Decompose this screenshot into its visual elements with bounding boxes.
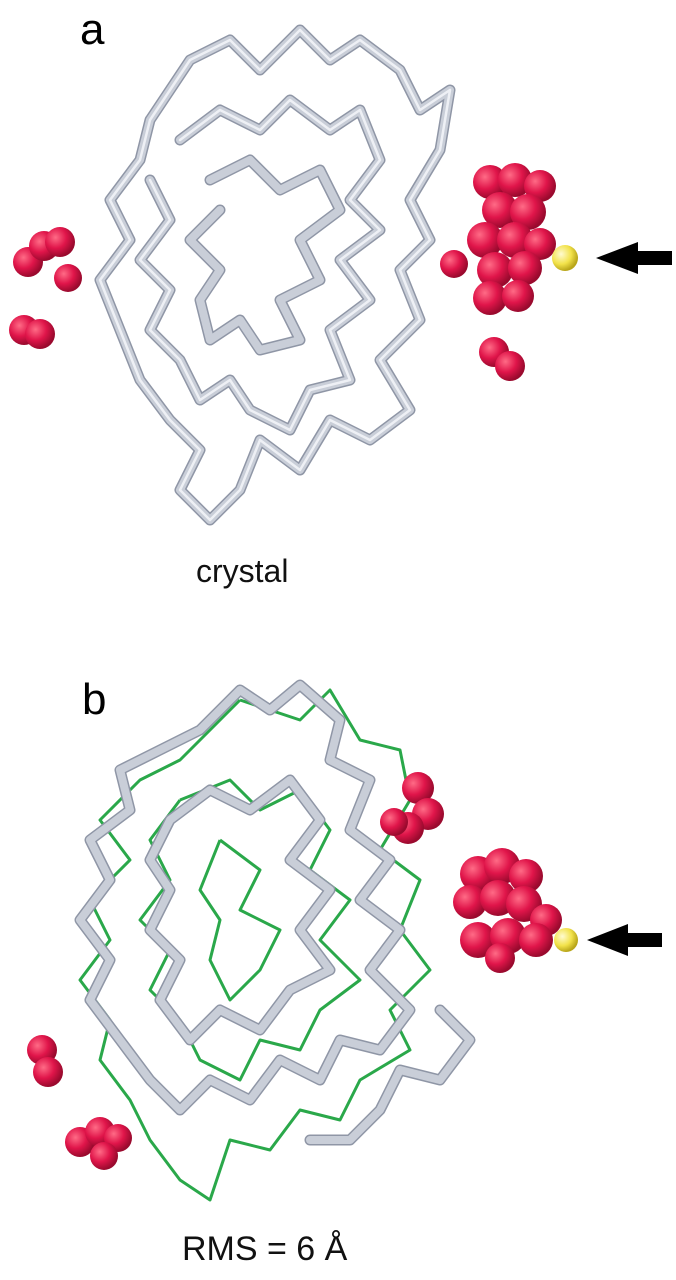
ligand-spheres-left-a	[9, 227, 82, 349]
panel-letter-a: a	[80, 5, 105, 54]
ligand-spheres-upper-b	[380, 772, 444, 844]
marker-sphere-b	[554, 928, 578, 952]
ligand-cluster-right-b	[453, 848, 562, 973]
marker-sphere-a	[552, 245, 578, 271]
panel-letter-b: b	[82, 675, 107, 724]
panel-b-figure	[27, 679, 662, 1202]
ligand-spheres-lower-b	[27, 1035, 132, 1170]
arrow-left-icon	[596, 242, 672, 274]
panel-b: b RMS = 6 Å	[0, 640, 676, 1280]
panel-a-caption: crystal	[196, 553, 289, 589]
protein-backbone-b	[74, 679, 476, 1146]
panel-a-figure	[9, 24, 672, 526]
panel-b-caption: RMS = 6 Å	[182, 1230, 348, 1268]
protein-backbone-a	[94, 24, 456, 526]
ligand-cluster-right-a	[440, 163, 556, 381]
arrow-left-icon	[587, 924, 662, 956]
panel-a: a crystal	[9, 5, 672, 589]
